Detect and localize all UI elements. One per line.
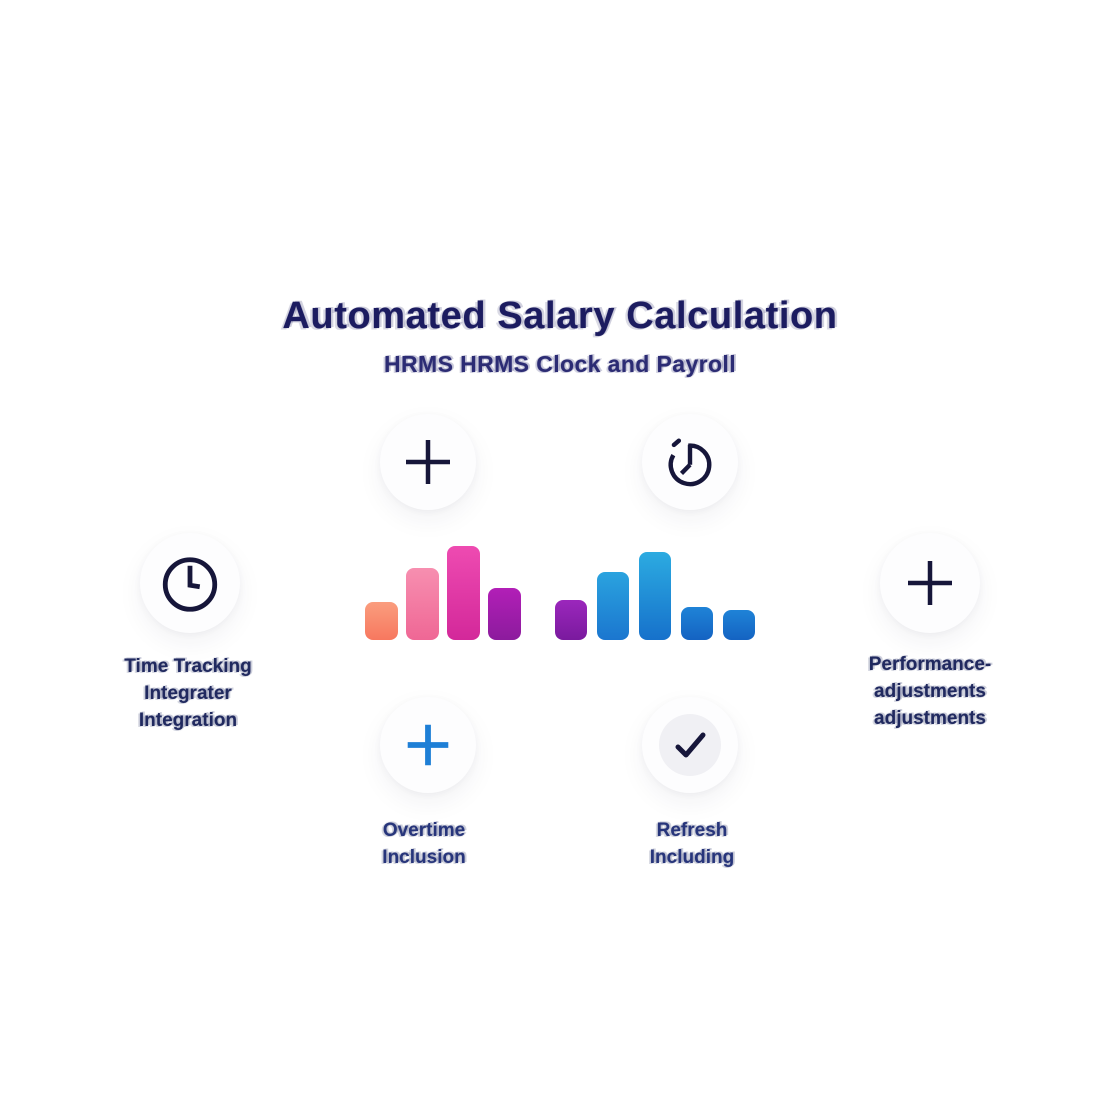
bar-chart-cool [555, 545, 755, 640]
label-line: Including [649, 847, 735, 868]
plus-icon [398, 432, 458, 492]
bar [681, 607, 713, 640]
clock-icon [154, 547, 226, 619]
label-line: Refresh [656, 820, 728, 841]
bar [723, 610, 755, 640]
timer-icon [657, 429, 723, 495]
plus-blue-icon [399, 716, 457, 774]
check-icon [668, 723, 712, 767]
feature-circle-bottom-left [380, 697, 476, 793]
bar [406, 568, 439, 640]
feature-circle-left [140, 533, 240, 633]
bar-chart-warm [365, 545, 521, 640]
bar [555, 600, 587, 640]
page-title: Automated Salary Calculation [282, 295, 838, 337]
label-line: Integration [138, 710, 238, 731]
label-line: adjustments [874, 681, 986, 702]
label-line: Inclusion [382, 847, 466, 868]
check-inner-circle [659, 714, 721, 776]
label-line: Time Tracking [124, 656, 252, 677]
bar [488, 588, 521, 640]
feature-circle-top-right [642, 414, 738, 510]
label-line: Integrater [144, 683, 232, 704]
label-line: Overtime [382, 820, 466, 841]
bar [447, 546, 480, 640]
page-subtitle: HRMS HRMS Clock and Payroll [383, 351, 737, 377]
label-time-tracking: Time Tracking Integrater Integration [88, 653, 288, 734]
label-overtime-inclusion: Overtime Inclusion [324, 817, 524, 871]
feature-circle-bottom-right [642, 697, 738, 793]
label-refresh-including: Refresh Including [592, 817, 792, 871]
label-performance-adjustments: Performance- adjustments adjustments [830, 651, 1030, 732]
feature-circle-right [880, 533, 980, 633]
label-line: Performance- [868, 654, 992, 675]
label-line: adjustments [874, 708, 986, 729]
bar [597, 572, 629, 640]
feature-circle-top-left [380, 414, 476, 510]
bar [365, 602, 398, 640]
plus-icon [900, 553, 960, 613]
bar [639, 552, 671, 640]
